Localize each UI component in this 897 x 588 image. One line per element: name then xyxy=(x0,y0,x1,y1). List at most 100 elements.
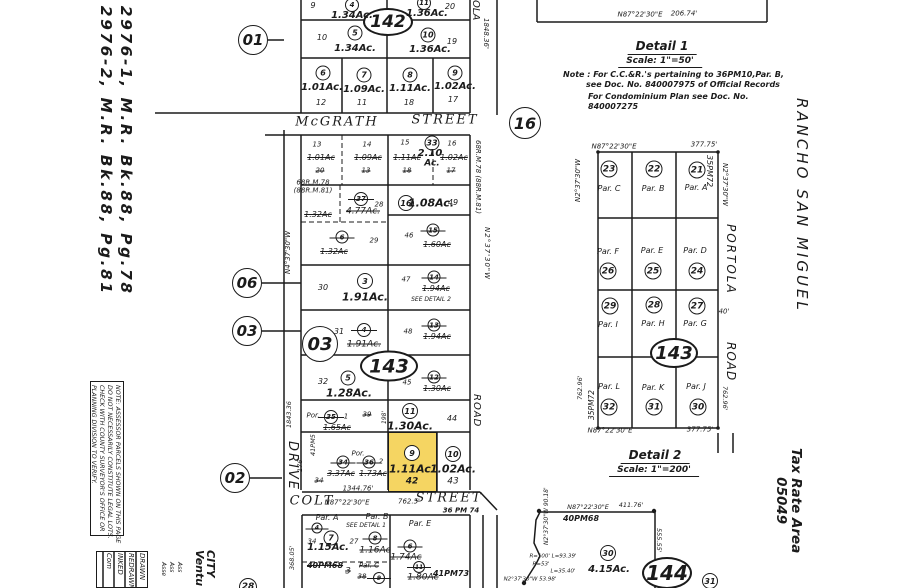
struck-acre-130a: 1.30Ac xyxy=(423,384,451,393)
parcel-29: 29 xyxy=(601,297,619,315)
struck-acre-132b: 1.32Ac xyxy=(320,247,348,256)
d2-pm-40pm68: 40PM68 xyxy=(562,514,600,523)
assessor-note-text-line: DO NOT NECESSARILY CONSTITUTE LEGAL LOTS… xyxy=(106,385,114,539)
parcel-9-south-struck: 9 xyxy=(367,572,391,584)
portola-road-type: ROAD xyxy=(724,342,738,381)
grid-bl-pm-ref: 35PM72 xyxy=(587,390,596,420)
acre-128: 1.28Ac. xyxy=(325,386,373,400)
par-e-label: Par. E xyxy=(408,519,432,528)
pm-ref-41pm73: 41PM73 xyxy=(432,569,470,578)
parcel-26: 26 xyxy=(599,262,617,280)
lot-17: 17 xyxy=(447,95,459,104)
parcel-31: 31 xyxy=(645,398,663,416)
par-a2-label: Par. A xyxy=(684,183,708,192)
parcel-5: 5 xyxy=(340,370,356,386)
struck-acre-101: 1.01Ac xyxy=(307,153,335,162)
lot-14a: 14 xyxy=(362,140,372,149)
portola-road-name: PORTOLA xyxy=(724,224,738,295)
parcel-8-top: 8 xyxy=(402,67,418,83)
grid-br-dim: 762.96' xyxy=(721,386,729,411)
colt-street-type: STREET xyxy=(415,490,483,506)
d2-dim: 411.76' xyxy=(618,500,644,509)
parcel-34-struck: 34 xyxy=(330,455,356,469)
grid-br-dim-line: 762.96' xyxy=(721,386,729,411)
parcel-10-top: 10 xyxy=(420,27,436,43)
por-number-1: 1 xyxy=(343,412,349,421)
grid-top-bearing: N87°22'30"E xyxy=(591,142,637,151)
acre-111-selected[interactable]: 1.11Ac. xyxy=(388,462,436,476)
d2-left-bearing: N2°37'30"W 90.18' xyxy=(543,487,550,545)
parcel-11-top: 11 xyxy=(417,0,431,10)
see-detail-2-note: SEE DETAIL 2 xyxy=(411,296,451,303)
parcel-35-struck: 35 xyxy=(318,410,344,424)
admin-table-rows-line: Com xyxy=(105,553,113,569)
city-label-cut-line: CITY xyxy=(204,550,217,578)
page-circle-02: 02 xyxy=(220,463,250,493)
assessor-label-cut-line: Ass xyxy=(168,562,175,573)
struck-lot-34: 34 xyxy=(314,476,324,485)
acre-415: 4.15Ac. xyxy=(588,564,630,575)
d2-bearing: N87°22'30"E xyxy=(567,502,609,511)
parcel-13-struck: 13 xyxy=(421,318,447,332)
struck-lot-38: 38 xyxy=(357,572,367,581)
parcel-32: 32 xyxy=(600,398,618,416)
grid-right-pm-ref-line: 35PM72 xyxy=(705,155,714,188)
lot-19: 19 xyxy=(446,37,458,46)
dim-176: 176' xyxy=(296,458,304,472)
grid-right-pm-ref: 35PM72 xyxy=(705,155,714,187)
colt-street-bearing: N87°22'30"E xyxy=(324,498,370,507)
parcel-22: 22 xyxy=(645,160,663,178)
portola-cut-label-line: OLA xyxy=(470,0,481,21)
colt-street-dim: 762.5' xyxy=(398,497,420,506)
acre-108: 1.08Ac. xyxy=(407,196,455,210)
lot-31: 31 xyxy=(333,327,345,336)
acre-136b: 1.36Ac. xyxy=(409,44,451,55)
par-c2-label: Par. C xyxy=(597,184,621,193)
parcel-37-struck: 37 xyxy=(348,192,374,206)
par-l-label: Par. L xyxy=(598,382,620,391)
city-label-cut-line: Ventu xyxy=(193,550,206,587)
struck-acre-111: 1.11Ac xyxy=(393,153,421,162)
detail-2-title: Detail 2 xyxy=(620,448,690,464)
acre-210: 2.10 xyxy=(417,148,443,159)
dim-1843-line: 1843.36 xyxy=(285,401,293,428)
parcel-6-top: 6 xyxy=(315,65,331,81)
lot-49: 49 xyxy=(447,198,459,207)
par-f-label: Par. F xyxy=(597,247,619,256)
see-detail-1-note: SEE DETAIL 1 xyxy=(346,522,386,529)
struck-par-c-label: Par. C xyxy=(358,561,380,570)
lot-48: 48 xyxy=(403,327,413,336)
grid-left-bearing: N2°37'30"W xyxy=(574,159,582,202)
parcel-30: 30 xyxy=(689,398,707,416)
mcgrath-street-type: STREET xyxy=(411,112,479,128)
assessor-label-cut-line: Ass xyxy=(176,562,183,573)
assessor-note-text-line: CHECK WITH COUNTY SURVEYOR'S OFFICE OR xyxy=(98,385,106,532)
parcel-30-d2: 30 xyxy=(600,545,616,561)
admin-table-rows-line: REDRAWN xyxy=(127,553,135,588)
parcel-25: 25 xyxy=(644,262,662,280)
struck-lot-17: 17 xyxy=(446,166,456,175)
par-k-label: Par. K xyxy=(641,383,665,392)
page-circle-16: 16 xyxy=(509,107,541,139)
struck-pm-40pm68: 40PM68 xyxy=(306,561,344,570)
selected-parcel-9-highlight[interactable] xyxy=(388,432,437,492)
parcel-11: 11 xyxy=(402,403,418,419)
struck-acre-160: 1.60Ac xyxy=(423,240,451,249)
struck-lot-18: 18 xyxy=(402,166,412,175)
lot-42-selected[interactable]: 42 xyxy=(405,476,419,487)
struck-acre-132a: 1.32Ac xyxy=(304,210,332,219)
parcel-9-selected[interactable]: 9 xyxy=(404,445,420,461)
dim-1848: 1848.36' xyxy=(482,18,490,49)
d2-left-bearing-line: N2°37'30"W 90.18' xyxy=(543,487,550,545)
parcel-36-struck: 36 xyxy=(356,455,382,469)
detail-1-scale: Scale: 1"=50' xyxy=(618,56,702,68)
portola-cut-label: OLA xyxy=(470,0,481,20)
parcel-15-struck: 15 xyxy=(420,223,446,237)
parcel-28: 28 xyxy=(645,296,663,314)
parcel-6-struck: 6 xyxy=(329,230,355,244)
dim-1848-line: 1848.36' xyxy=(482,18,490,49)
road-label-left-block: ROAD xyxy=(471,394,482,427)
parcel-7-south: 7 xyxy=(323,530,339,546)
par-d-label: Par. D xyxy=(683,246,707,255)
